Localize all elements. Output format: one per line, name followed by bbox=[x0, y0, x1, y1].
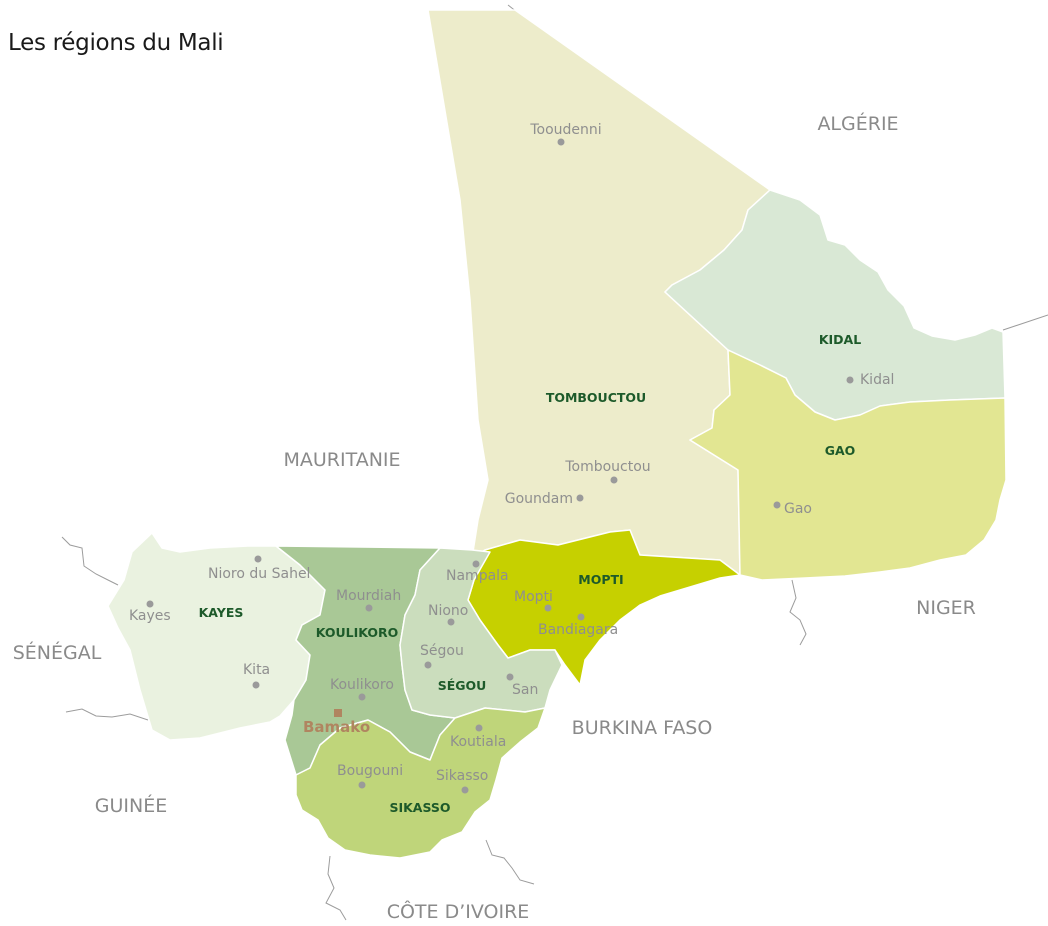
border-line bbox=[485, 839, 535, 885]
city-label-segou: Ségou bbox=[420, 643, 464, 659]
country-label-guinee: GUINÉE bbox=[95, 794, 167, 817]
city-dot-bandiagara bbox=[577, 613, 585, 621]
city-label-sikasso: Sikasso bbox=[436, 768, 488, 784]
city-dot-goundam bbox=[576, 494, 584, 502]
region-label-kayes: KAYES bbox=[199, 605, 244, 620]
country-label-niger: NIGER bbox=[916, 597, 976, 619]
region-label-koulikoro: KOULIKORO bbox=[316, 625, 399, 640]
city-dot-kidal bbox=[846, 376, 854, 384]
city-dot-nampala bbox=[472, 560, 480, 568]
city-label-san: San bbox=[512, 682, 538, 698]
city-label-tombouctou: Tombouctou bbox=[564, 459, 650, 475]
city-label-koulikoro: Koulikoro bbox=[330, 677, 394, 693]
city-dot-segou bbox=[424, 661, 432, 669]
border-line bbox=[61, 536, 119, 586]
city-dot-mopti bbox=[544, 604, 552, 612]
city-label-gao: Gao bbox=[784, 501, 812, 517]
city-dot-sikasso bbox=[461, 786, 469, 794]
city-label-nioro: Nioro du Sahel bbox=[208, 566, 310, 582]
country-label-senegal: SÉNÉGAL bbox=[13, 641, 102, 664]
city-label-niono: Niono bbox=[428, 603, 468, 619]
city-dot-san bbox=[506, 673, 514, 681]
city-dot-tooudenni bbox=[557, 138, 565, 146]
region-label-gao: GAO bbox=[825, 443, 856, 458]
country-label-algerie: ALGÉRIE bbox=[817, 112, 898, 135]
city-label-mourdiah: Mourdiah bbox=[336, 588, 401, 604]
page-title: Les régions du Mali bbox=[8, 30, 224, 56]
city-label-koutiala: Koutiala bbox=[450, 734, 506, 750]
region-label-sikasso: SIKASSO bbox=[389, 800, 450, 815]
city-label-kayes: Kayes bbox=[129, 608, 171, 624]
region-gao[interactable] bbox=[689, 349, 1007, 581]
city-label-mopti: Mopti bbox=[514, 589, 553, 605]
city-dot-nioro bbox=[254, 555, 262, 563]
city-label-bougouni: Bougouni bbox=[337, 763, 403, 779]
country-label-mauritanie: MAURITANIE bbox=[283, 449, 400, 471]
border-line bbox=[65, 708, 149, 721]
city-label-bamako: Bamako bbox=[303, 718, 370, 736]
border-line bbox=[1002, 314, 1048, 331]
city-dot-tombouctou bbox=[610, 476, 618, 484]
city-marker-bamako bbox=[334, 709, 342, 717]
region-sikasso[interactable] bbox=[295, 707, 546, 859]
country-label-cote-ivoire: CÔTE D’IVOIRE bbox=[387, 899, 530, 923]
country-label-burkina: BURKINA FASO bbox=[572, 717, 713, 739]
city-label-kidal: Kidal bbox=[860, 372, 894, 388]
region-label-mopti: MOPTI bbox=[578, 572, 623, 587]
city-label-nampala: Nampala bbox=[446, 568, 509, 584]
region-label-kidal: KIDAL bbox=[819, 332, 861, 347]
city-dot-koulikoro bbox=[358, 693, 366, 701]
city-dot-niono bbox=[447, 618, 455, 626]
city-label-kita: Kita bbox=[243, 662, 270, 678]
region-label-tombouctou: TOMBOUCTOU bbox=[546, 390, 646, 405]
city-dot-bougouni bbox=[358, 781, 366, 789]
city-dot-mourdiah bbox=[365, 604, 373, 612]
city-dot-kita bbox=[252, 681, 260, 689]
city-dot-kayes bbox=[146, 600, 154, 608]
border-line bbox=[325, 855, 347, 921]
city-label-goundam: Goundam bbox=[505, 491, 573, 507]
region-label-segou: SÉGOU bbox=[438, 678, 487, 693]
border-line bbox=[789, 579, 807, 646]
city-dot-gao bbox=[773, 501, 781, 509]
city-dot-koutiala bbox=[475, 724, 483, 732]
city-label-bandiagara: Bandiagara bbox=[538, 622, 618, 638]
city-label-tooudenni: Tooudenni bbox=[529, 122, 601, 138]
